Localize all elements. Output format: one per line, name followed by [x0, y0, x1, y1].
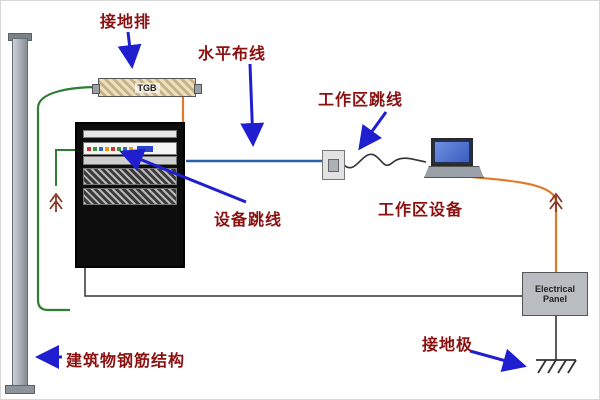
- electrical-panel: Electrical Panel: [522, 272, 588, 316]
- patch-port: [99, 146, 103, 151]
- patch-port: [87, 146, 91, 151]
- equipment-rack: [75, 122, 185, 268]
- rack-blank-panel: [83, 130, 177, 138]
- label-work-area-equipment: 工作区设备: [378, 202, 464, 219]
- laptop-keyboard: [424, 166, 484, 178]
- arrow-grounding-electrode: [469, 348, 527, 372]
- patch-port: [111, 146, 115, 151]
- patch-label-chip: [137, 145, 153, 152]
- label-building-steel: 建筑物钢筋结构: [66, 353, 186, 370]
- label-equipment-jumper: 设备跳线: [214, 212, 283, 229]
- ground-wire-rack-bond: [55, 149, 76, 186]
- arrow-grounding-bar: [117, 31, 142, 69]
- wall-outlet: [322, 150, 345, 180]
- bonding-point-icon: [549, 192, 563, 212]
- patch-port: [105, 146, 109, 151]
- rack-patch-panel: [83, 142, 177, 155]
- arrow-work-area-jumper: [358, 111, 388, 151]
- power-wire-laptop-to-panel: [471, 175, 558, 272]
- patch-port: [123, 146, 127, 151]
- busbar-label: TGB: [134, 82, 160, 93]
- electrical-panel-label: Electrical Panel: [534, 283, 576, 304]
- patch-port: [93, 146, 97, 151]
- label-horizontal-cabling: 水平布线: [198, 46, 267, 63]
- work-area-laptop: [424, 138, 484, 182]
- arrow-horizontal-cabling: [240, 63, 265, 147]
- wire-rack-to-panel: [84, 267, 522, 297]
- building-steel-column: [12, 38, 28, 390]
- work-area-jumper-cable: [343, 153, 427, 169]
- label-grounding-bar: 接地排: [100, 14, 152, 31]
- rack-vent-panel: [83, 168, 177, 185]
- patch-port: [117, 146, 121, 151]
- rack-vent-panel: [83, 188, 177, 205]
- label-work-area-jumper: 工作区跳线: [318, 92, 404, 109]
- rack-blank-panel: [83, 156, 177, 165]
- laptop-screen: [431, 138, 473, 166]
- grounding-busbar: TGB: [92, 78, 202, 97]
- ground-electrode-symbol: [536, 359, 577, 374]
- busbar-terminal-right: [194, 84, 202, 94]
- bonding-point-icon: [49, 192, 63, 212]
- steel-column-foot: [5, 385, 35, 394]
- outlet-jack: [328, 158, 339, 172]
- patch-port: [129, 146, 133, 151]
- busbar-terminal-left: [92, 84, 100, 94]
- label-grounding-electrode: 接地极: [422, 337, 474, 354]
- laptop-display: [435, 142, 469, 162]
